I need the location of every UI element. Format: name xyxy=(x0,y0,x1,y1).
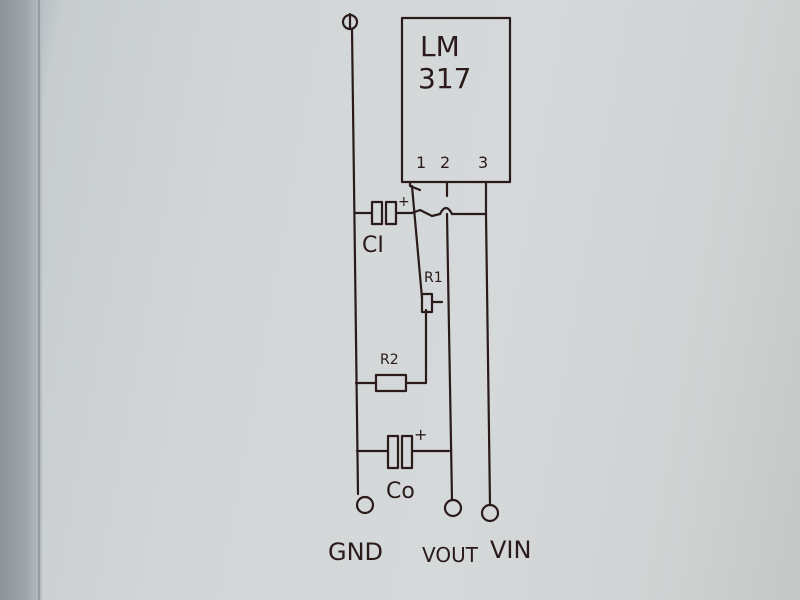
pin-label-3: 3 xyxy=(478,153,488,172)
ci-label: CI xyxy=(362,233,384,258)
input-capacitor: + CI xyxy=(353,194,488,258)
adjust-wire xyxy=(408,180,428,384)
input-wire xyxy=(484,180,492,507)
resistor-r1: R1 xyxy=(420,270,444,314)
ground-wire xyxy=(350,27,360,496)
ci-plus-sign: + xyxy=(398,194,410,210)
vin-label: VIN xyxy=(490,536,531,564)
ground-rail xyxy=(341,12,360,496)
pin-label-1: 1 xyxy=(416,153,426,172)
output-wire xyxy=(438,180,454,502)
chip-name-line1: LM xyxy=(420,30,460,63)
gnd-label: GND xyxy=(328,538,383,566)
terminals: GND VOUT VIN xyxy=(328,495,531,567)
r1-label: R1 xyxy=(424,270,443,286)
lm317-chip: LM 317 1 2 3 xyxy=(400,16,512,184)
co-plus-sign: + xyxy=(414,425,427,444)
r2-label: R2 xyxy=(380,352,399,368)
pin-label-2: 2 xyxy=(440,153,450,172)
photo-edge-shadow xyxy=(0,0,42,600)
chip-outline xyxy=(400,16,512,184)
gnd-terminal xyxy=(355,495,375,515)
vout-label: VOUT xyxy=(422,543,479,567)
wire-crossover-hop xyxy=(438,206,454,216)
chip-name-line2: 317 xyxy=(418,62,471,95)
paper-edge xyxy=(38,0,40,600)
resistor-r2: R2 xyxy=(354,352,428,393)
output-capacitor: + Co xyxy=(355,425,451,504)
vout-terminal xyxy=(443,498,463,518)
vin-terminal xyxy=(480,503,500,523)
co-label: Co xyxy=(386,479,415,504)
